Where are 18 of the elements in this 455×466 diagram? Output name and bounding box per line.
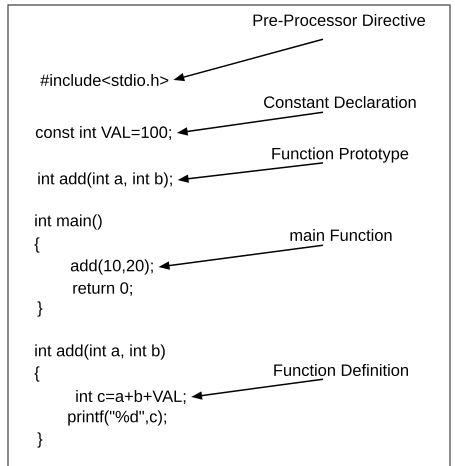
code-line: int add(int a, int b);	[38, 172, 172, 188]
annotation-text: Function Prototype	[272, 147, 408, 163]
code-line: printf("%d",c);	[68, 410, 166, 426]
code-line: add(10,20);	[70, 259, 153, 275]
code-line: return 0;	[73, 282, 132, 296]
annotation-text: main Function	[290, 228, 392, 242]
code-line: }	[37, 301, 42, 317]
code-line: const int VAL=100;	[36, 126, 171, 140]
code-line: }	[37, 432, 42, 448]
code-line: #include<stdio.h>	[40, 74, 168, 86]
code-line: int main()	[35, 214, 102, 230]
annotation-text: Function Definition	[274, 364, 408, 376]
code-line: {	[34, 366, 40, 382]
annotation-text: Pre-Processor Directive	[254, 14, 425, 26]
annotation-text: Constant Declaration	[264, 96, 416, 108]
code-line: int c=a+b+VAL;	[76, 390, 186, 404]
code-line: {	[34, 237, 40, 253]
code-line: int add(int a, int b)	[35, 344, 165, 360]
